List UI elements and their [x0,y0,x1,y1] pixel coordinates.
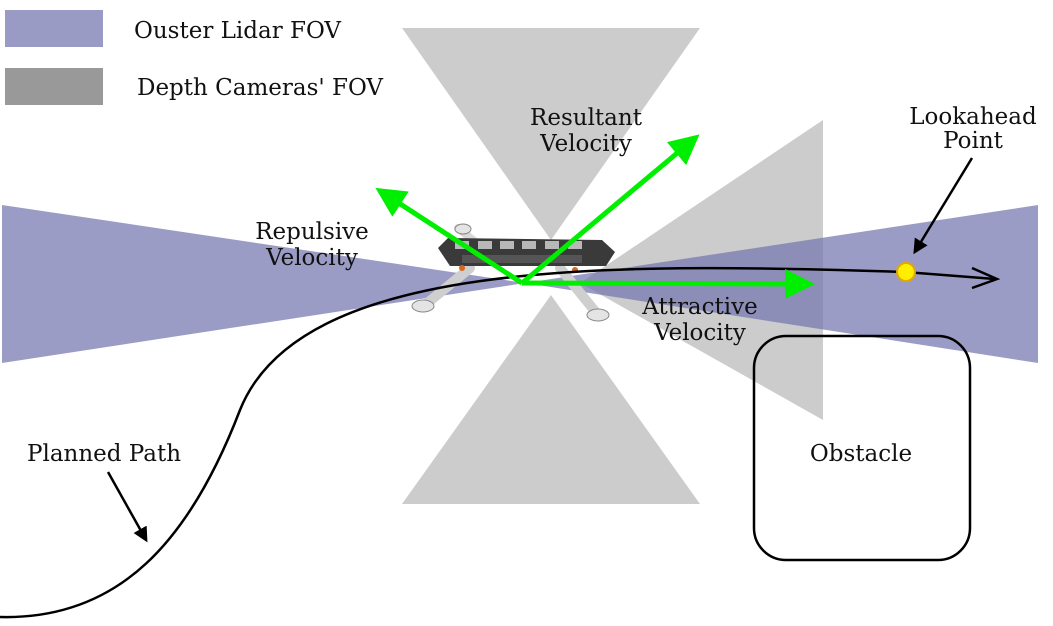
legend-label-depth: Depth Cameras' FOV [137,75,383,101]
planned-path-label: Planned Path [27,441,181,467]
attractive-velocity-label-2: Velocity [653,320,746,346]
lookahead-point-label-1: Lookahead [909,104,1037,130]
resultant-velocity-label-2: Velocity [539,131,632,157]
lookahead-callout-arrow [913,157,974,255]
depth-fov-bottom [402,295,700,504]
legend-label-lidar: Ouster Lidar FOV [134,18,341,44]
lookahead-point [896,262,916,282]
resultant-velocity-label-1: Resultant [530,105,643,131]
planned-path-line [0,266,996,619]
obstacle-label: Obstacle [810,441,912,467]
lidar-fov-left [2,205,525,363]
legend-swatch-lidar [5,10,103,47]
depth-fov-top [402,28,700,240]
repulsive-velocity-label-1: Repulsive [255,219,369,245]
attractive-velocity-arrow [521,268,815,299]
path-end-arrowhead [971,266,1001,290]
legend: Ouster Lidar FOV Depth Cameras' FOV [5,10,383,105]
planned-path-callout-arrow [106,471,148,543]
obstacle-box [752,334,972,562]
lookahead-point-label-2: Point [943,128,1004,154]
repulsive-velocity-label-2: Velocity [265,245,358,271]
resultant-velocity-arrow [520,134,700,285]
repulsive-velocity-arrow [375,187,524,286]
legend-swatch-depth [5,68,103,105]
attractive-velocity-label-1: Attractive [641,294,757,320]
